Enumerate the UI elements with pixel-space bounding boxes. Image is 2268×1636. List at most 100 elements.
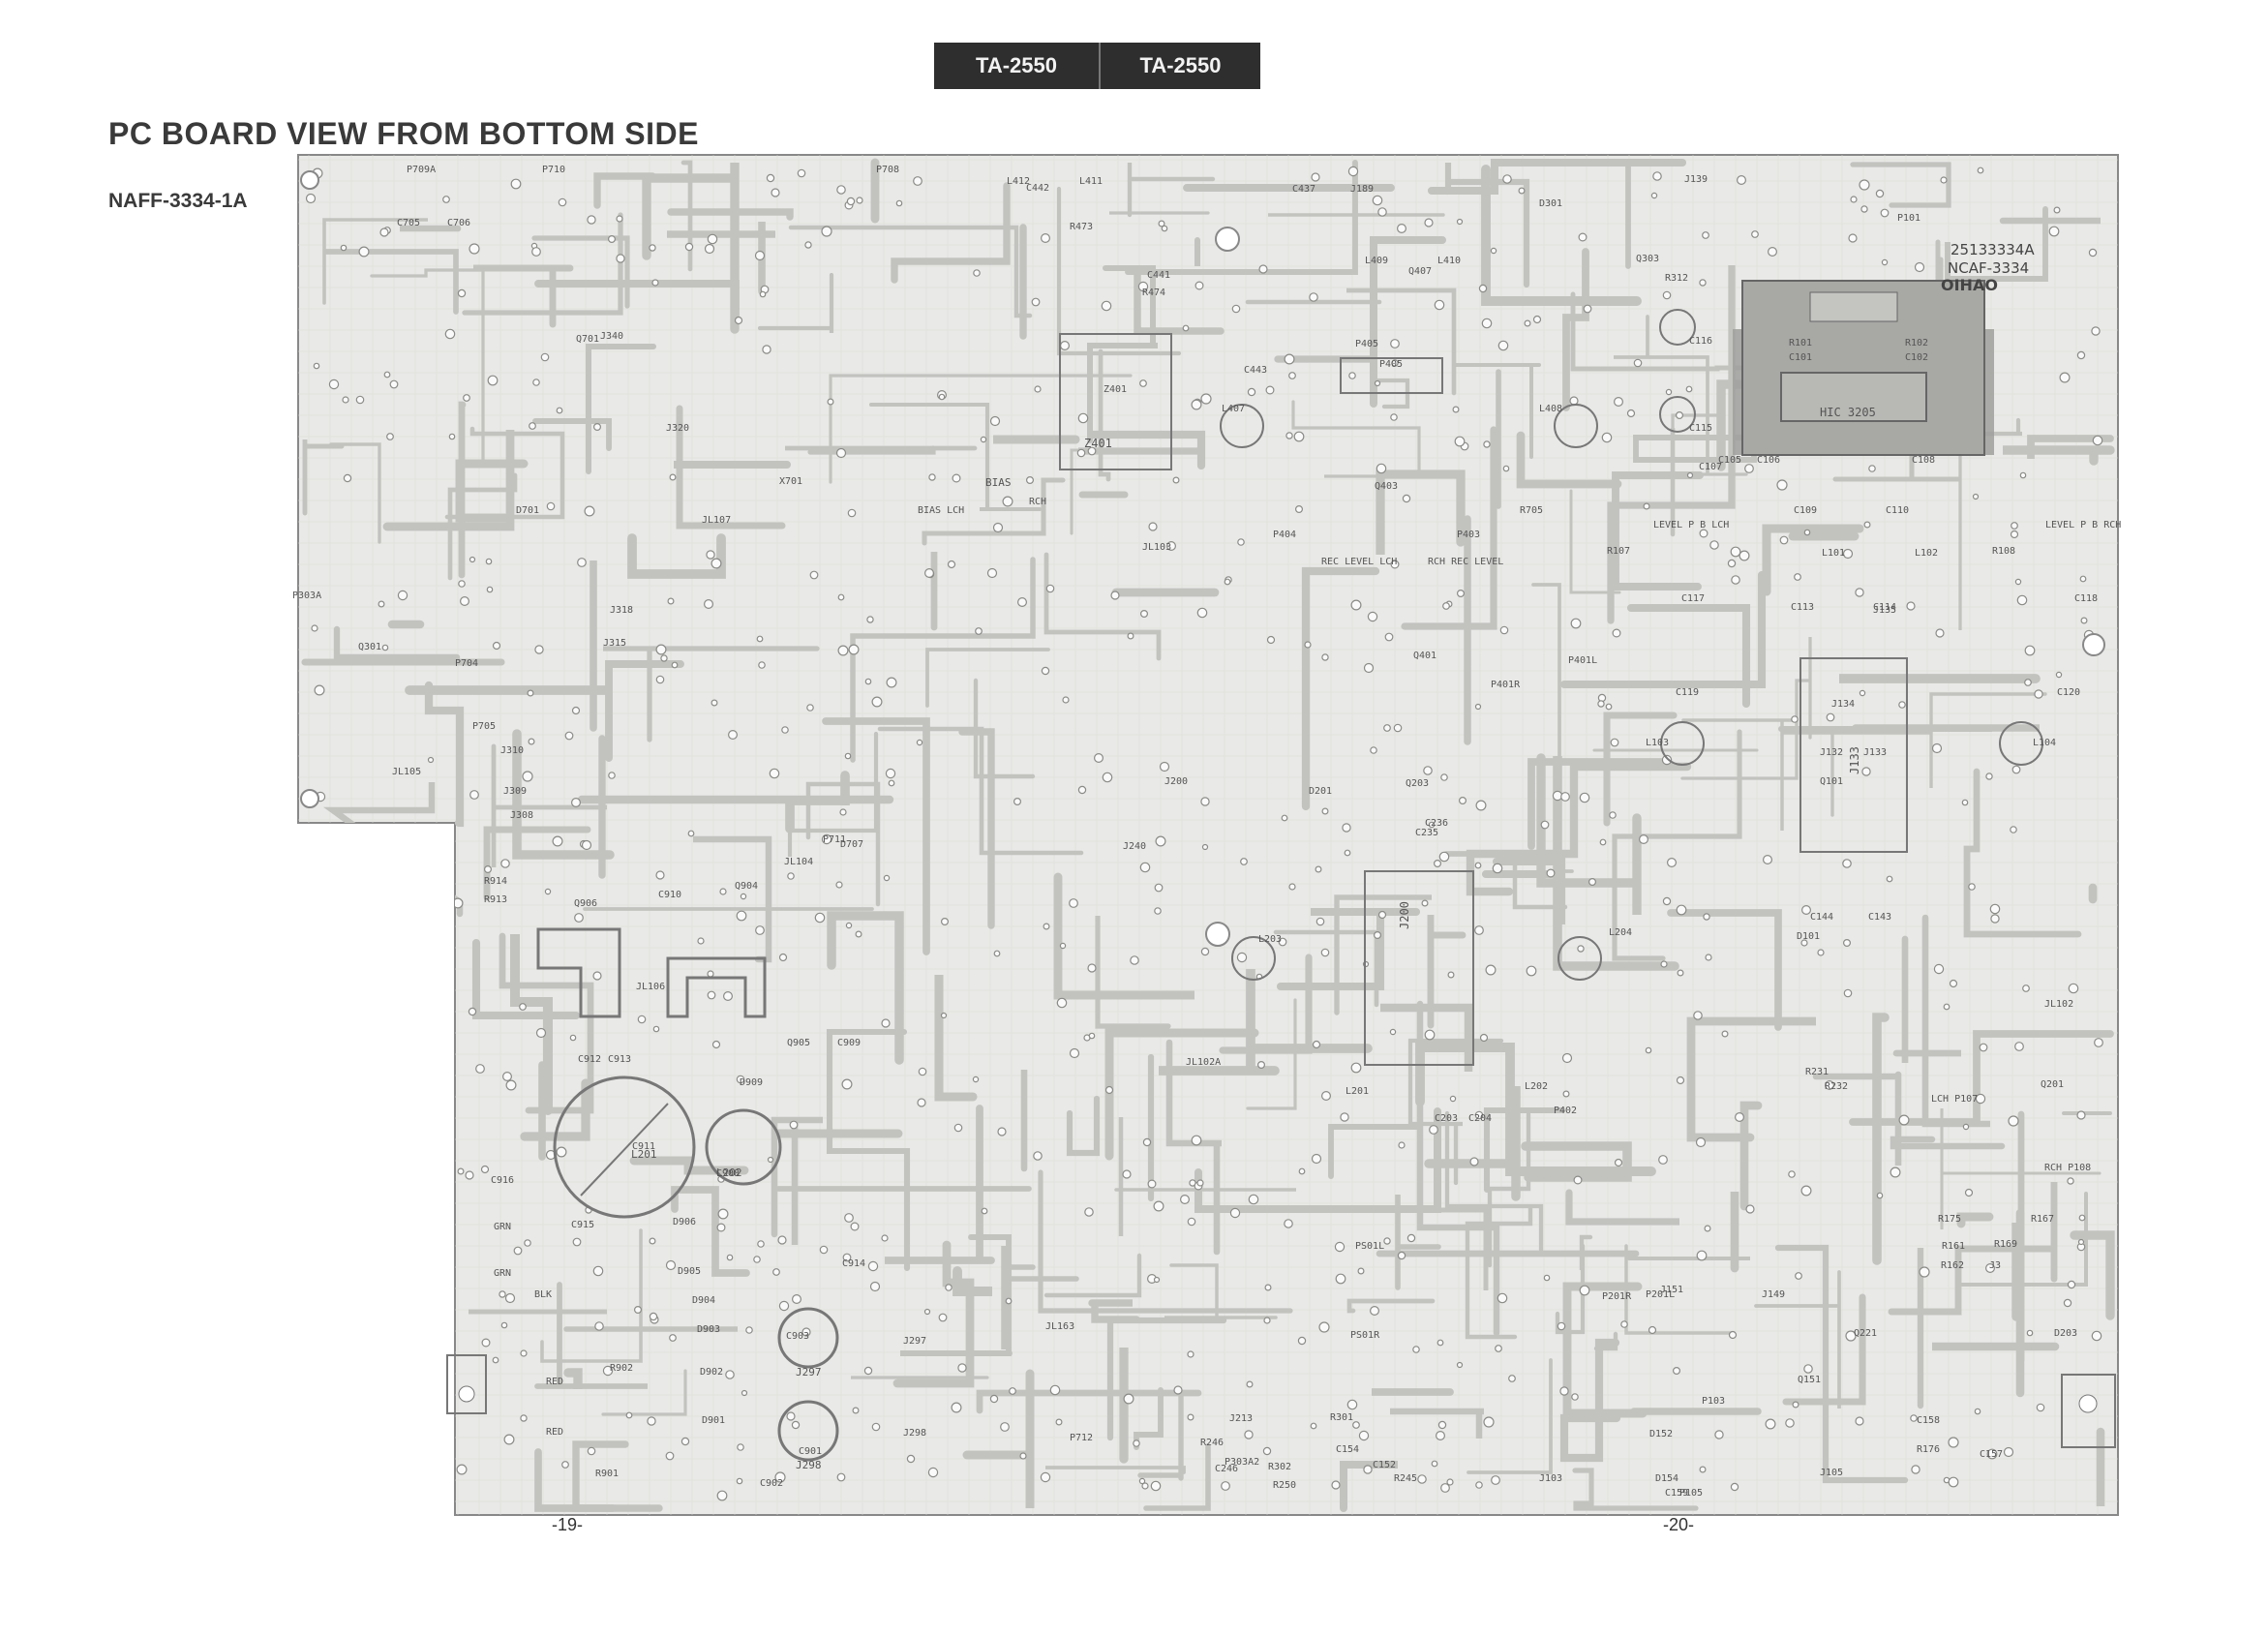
svg-text:REC LEVEL LCH: REC LEVEL LCH xyxy=(1321,557,1397,567)
component-ref-r176: R176 xyxy=(1917,1444,1940,1455)
svg-text:J200: J200 xyxy=(1398,901,1411,929)
component-ref-p201r: P201R xyxy=(1602,1291,1632,1302)
component-ref-q221: Q221 xyxy=(1854,1328,1877,1339)
component-ref-r102: R102 xyxy=(1905,338,1928,348)
component-ref-l410: L410 xyxy=(1437,256,1461,266)
component-ref-r473: R473 xyxy=(1070,222,1093,232)
component-ref-d905: D905 xyxy=(678,1266,701,1277)
component-ref-r474: R474 xyxy=(1142,288,1165,298)
component-ref-r107: R107 xyxy=(1607,546,1630,557)
component-ref-c443: C443 xyxy=(1244,365,1267,376)
component-ref-d154: D154 xyxy=(1655,1473,1678,1484)
svg-text:Z401: Z401 xyxy=(1084,437,1112,450)
component-ref-c437: C437 xyxy=(1292,184,1315,195)
component-ref-c157: C157 xyxy=(1980,1449,2003,1460)
svg-text:25133334A: 25133334A xyxy=(1950,241,2035,258)
coil-l103 xyxy=(1660,721,1705,766)
svg-text:J133: J133 xyxy=(1848,746,1861,774)
component-ref-p405: P405 xyxy=(1355,339,1378,349)
component-ref-l203: L203 xyxy=(1258,934,1282,945)
component-ref-c706: C706 xyxy=(447,218,470,228)
component-ref-d906: D906 xyxy=(673,1217,696,1227)
component-ref-p303a2: P303A2 xyxy=(1225,1457,1259,1468)
component-ref-c158: C158 xyxy=(1917,1415,1940,1426)
component-ref-q701: Q701 xyxy=(576,334,599,345)
svg-text:RCH: RCH xyxy=(1029,497,1046,507)
wire-labels: GRN GRN BLK RED RED xyxy=(494,1222,563,1438)
component-ref-l101: L101 xyxy=(1822,548,1845,559)
component-ref-q401: Q401 xyxy=(1413,651,1436,661)
component-ref-l104: L104 xyxy=(2033,738,2056,748)
component-ref-c110: C110 xyxy=(1886,505,1909,516)
component-ref-p404: P404 xyxy=(1273,530,1296,540)
component-ref-p401l: P401L xyxy=(1568,655,1597,666)
component-ref-j189: J189 xyxy=(1350,184,1374,195)
component-ref-l412: L412 xyxy=(1007,176,1030,187)
cap-c115 xyxy=(1659,396,1696,433)
component-ref-p103: P103 xyxy=(1702,1396,1725,1407)
svg-text:LCH P107: LCH P107 xyxy=(1931,1094,1978,1105)
component-ref-r108: R108 xyxy=(1992,546,2015,557)
component-ref-j308: J308 xyxy=(510,810,533,821)
component-ref-c143: C143 xyxy=(1868,912,1891,923)
component-ref-c152: C152 xyxy=(1373,1460,1396,1470)
component-ref-c916: C916 xyxy=(491,1175,514,1186)
hybrid-ic-block: HIC 3205 xyxy=(1684,280,2042,456)
svg-text:J298: J298 xyxy=(796,1459,822,1471)
component-ref-q303: Q303 xyxy=(1636,254,1659,264)
svg-text:J297: J297 xyxy=(796,1366,822,1378)
component-ref-d909: D909 xyxy=(740,1077,763,1088)
component-ref-q151: Q151 xyxy=(1798,1375,1821,1385)
component-ref-d203: D203 xyxy=(2054,1328,2077,1339)
component-ref-jl107: JL107 xyxy=(702,515,731,526)
component-ref-d152: D152 xyxy=(1649,1429,1673,1439)
svg-text:RCH P108: RCH P108 xyxy=(2044,1163,2091,1173)
component-ref-q403: Q403 xyxy=(1375,481,1398,492)
component-ref-r232: R232 xyxy=(1825,1081,1848,1092)
component-ref-r161: R161 xyxy=(1942,1241,1965,1252)
component-ref-q407: Q407 xyxy=(1408,266,1432,277)
component-ref-r913: R913 xyxy=(484,894,507,905)
component-ref-z401: Z401 xyxy=(1104,384,1127,395)
component-ref-c235: C235 xyxy=(1415,828,1438,838)
component-ref-j309: J309 xyxy=(503,786,527,797)
component-ref-jl163: JL163 xyxy=(1045,1321,1074,1332)
component-ref-j310: J310 xyxy=(500,745,524,756)
board-id-label: NAFF-3334-1A xyxy=(108,190,248,212)
terminal-left xyxy=(446,1354,487,1414)
cap-c116 xyxy=(1659,309,1696,346)
component-ref-c154: C154 xyxy=(1336,1444,1359,1455)
component-ref-jl102: JL102 xyxy=(2044,999,2073,1010)
component-ref-c912: C912 xyxy=(578,1054,601,1065)
component-ref-c911: C911 xyxy=(632,1141,655,1152)
component-ref-l202: L202 xyxy=(1525,1081,1548,1092)
svg-text:RCH REC LEVEL: RCH REC LEVEL xyxy=(1428,557,1503,567)
component-ref-d101: D101 xyxy=(1797,931,1820,942)
component-ref-c101: C101 xyxy=(1789,352,1812,363)
svg-text:BLK: BLK xyxy=(534,1289,552,1300)
component-ref-c107: C107 xyxy=(1699,462,1722,472)
component-ref-c902: C902 xyxy=(760,1478,783,1489)
component-ref-j149: J149 xyxy=(1762,1289,1785,1300)
component-ref-j200: J200 xyxy=(1164,776,1188,787)
model-tab-right: TA-2550 xyxy=(1099,43,1260,89)
component-ref-c203: C203 xyxy=(1435,1113,1458,1124)
component-ref-p303a: P303A xyxy=(292,591,321,601)
component-ref-j320: J320 xyxy=(666,423,689,434)
component-ref-j139: J139 xyxy=(1684,174,1708,185)
filter-cap-c908: L202 xyxy=(705,1108,782,1186)
component-ref-p712: P712 xyxy=(1070,1433,1093,1443)
component-ref-r175: R175 xyxy=(1938,1214,1961,1225)
component-ref-p401r: P401R xyxy=(1491,680,1521,690)
component-ref-d201: D201 xyxy=(1309,786,1332,797)
component-ref-c119: C119 xyxy=(1676,687,1699,698)
svg-text:P405: P405 xyxy=(1379,359,1403,370)
component-ref-c204: C204 xyxy=(1468,1113,1492,1124)
component-ref-c903: C903 xyxy=(786,1331,809,1342)
component-ref-jl106: JL106 xyxy=(636,982,665,992)
page-title: PC BOARD VIEW FROM BOTTOM SIDE xyxy=(108,116,699,151)
svg-text:GRN: GRN xyxy=(494,1268,511,1279)
component-ref-q905: Q905 xyxy=(787,1038,810,1048)
component-ref-p704: P704 xyxy=(455,658,478,669)
